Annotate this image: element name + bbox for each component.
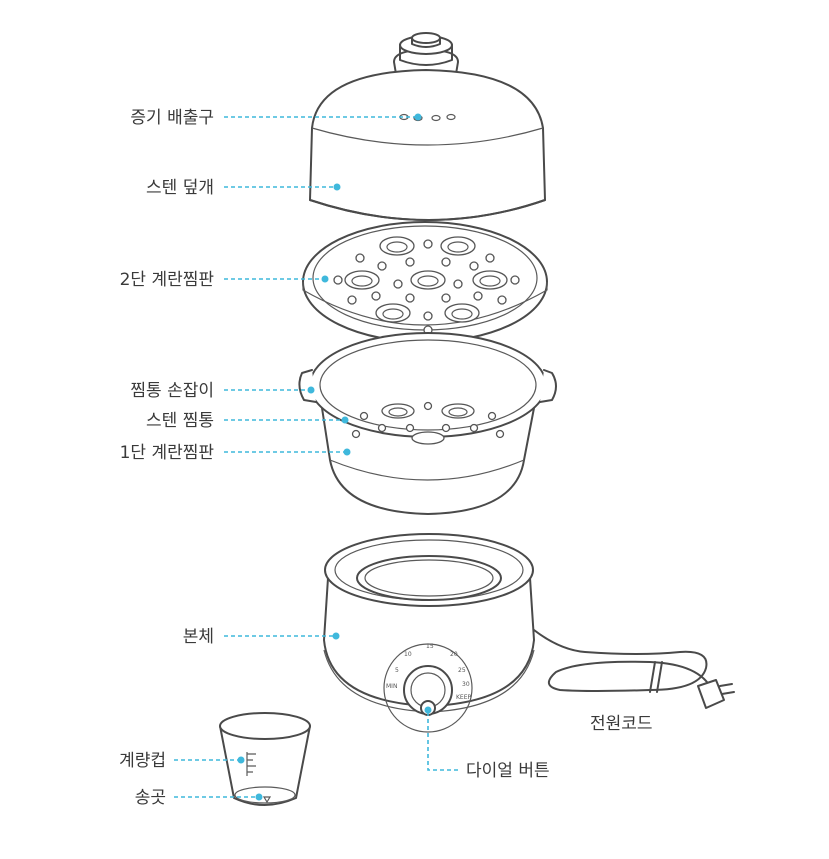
measuring-cup-drawing	[219, 712, 311, 806]
dial-mark: 15	[426, 643, 434, 650]
dial-mark: 25	[458, 667, 466, 674]
body-drawing	[323, 533, 735, 733]
dial-mark: 5	[395, 667, 399, 674]
label-dial-button: 다이얼 버튼	[466, 761, 550, 781]
label-egg-tray-1: 1단 계란찜판	[120, 443, 215, 463]
dial-mark: 30	[462, 681, 470, 688]
steamer-drawing	[298, 332, 557, 515]
label-steamer: 스텐 찜통	[146, 411, 214, 431]
label-steam-vent: 증기 배출구	[130, 108, 214, 128]
dial-mark: 10	[404, 651, 412, 658]
label-power-cord: 전원코드	[590, 714, 653, 734]
dial-mark: 20	[450, 651, 458, 658]
part-labels: 증기 배출구 스텐 덮개 2단 계란찜판 찜통 손잡이 스텐 찜통 1단 계란찜…	[119, 108, 652, 808]
label-body: 본체	[183, 627, 214, 647]
label-lid: 스텐 덮개	[146, 178, 214, 198]
egg-tray-2-drawing	[302, 221, 548, 343]
label-measuring-cup: 계량컵	[119, 751, 166, 771]
dial-mark: KEEP	[456, 694, 472, 701]
dial-markings: 5 10 15 20 25 30 MIN KEEP	[386, 643, 472, 701]
lid-drawing	[309, 32, 546, 221]
label-awl: 송곳	[135, 788, 166, 808]
label-egg-tray-2: 2단 계란찜판	[120, 270, 215, 290]
dial-mark: MIN	[386, 683, 397, 690]
leader-lines	[174, 113, 460, 801]
label-handle: 찜통 손잡이	[130, 381, 214, 401]
